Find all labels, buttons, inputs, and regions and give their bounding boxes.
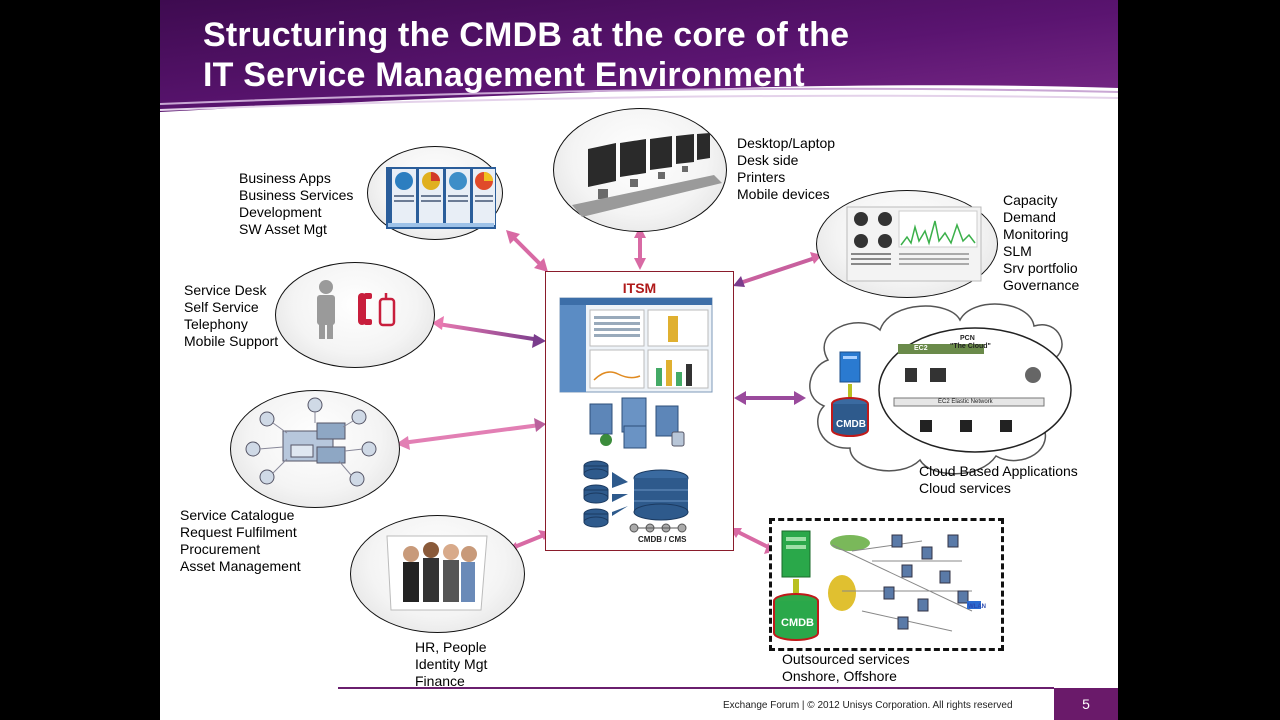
desktop-ellipse — [553, 108, 727, 232]
desktop-monitors-graphic — [572, 133, 722, 217]
service-catalogue-diagram — [245, 397, 377, 487]
catalogue-label-4: Asset Management — [180, 558, 301, 574]
hr-label-2: Identity Mgt — [415, 656, 488, 672]
servicedesk-label-2: Self Service — [184, 299, 259, 315]
hr-ellipse — [350, 515, 525, 633]
person-icon — [317, 280, 335, 339]
service-desk-ellipse — [275, 262, 435, 368]
itsm-graphics — [559, 297, 713, 533]
servicedesk-label-1: Service Desk — [184, 282, 267, 298]
cloud-cmdb-icon — [831, 397, 869, 437]
monitoring-dashboard-graphic — [846, 206, 982, 282]
outsourced-wlan-label: WLAN — [968, 604, 986, 610]
hr-label-1: HR, People — [415, 639, 487, 655]
service-desk-icons — [317, 280, 396, 339]
business-label: Business Apps Business Services Developm… — [239, 170, 353, 238]
cloud-server-icon — [839, 351, 861, 398]
business-apps-ellipse — [367, 146, 503, 240]
desktop-label-2: Desk side — [737, 152, 799, 168]
slide: Structuring the CMDB at the core of the … — [160, 0, 1118, 720]
business-label-1: Business Apps — [239, 170, 331, 186]
capacity-label-3: Monitoring — [1003, 226, 1069, 242]
cloud-network-label: EC2 Elastic Network — [938, 399, 993, 405]
cloud-cmdb-label: CMDB — [836, 419, 866, 430]
business-label-3: Development — [239, 204, 322, 220]
desktop-label-1: Desktop/Laptop — [737, 135, 836, 151]
desktop-label-3: Printers — [737, 169, 786, 185]
catalogue-label-2: Request Fulfilment — [180, 524, 297, 540]
page-title-line-2: IT Service Management Environment — [203, 56, 805, 94]
cmdb-cms-label: CMDB / CMS — [638, 535, 687, 544]
arrow-capacity — [739, 256, 816, 285]
application-development-graphic — [386, 167, 496, 229]
servicedesk-label: Service Desk Self Service Telephony Mobi… — [184, 282, 278, 350]
arrow-outsourced — [735, 529, 771, 550]
page-title-line-1: Structuring the CMDB at the core of the — [203, 16, 850, 54]
arrow-catalogue — [401, 423, 541, 445]
arrow-business — [510, 234, 544, 268]
catalogue-label-1: Service Catalogue — [180, 507, 295, 523]
catalogue-ellipse — [230, 390, 400, 508]
servicedesk-label-4: Mobile Support — [184, 333, 279, 349]
catalogue-label: Service Catalogue Request Fulfilment Pro… — [180, 507, 301, 575]
cloud-label-1: Cloud Based Applications — [919, 463, 1078, 479]
itsm-box: ITSM — [545, 271, 734, 551]
people-photo — [386, 535, 488, 611]
cloud-ec2-label: EC2 — [914, 345, 928, 352]
server-cluster-icon — [589, 397, 685, 449]
outsourced-label: Outsourced services Onshore, Offshore — [782, 651, 910, 685]
hr-label-3: Finance — [415, 673, 465, 689]
business-label-2: Business Services — [239, 187, 354, 203]
outsourced-network-graphic — [773, 530, 981, 641]
footer-divider — [338, 687, 1054, 689]
business-label-4: SW Asset Mgt — [239, 221, 327, 237]
outsourced-box: CMDB WLAN — [769, 518, 1004, 651]
cmdb-database-icon — [583, 460, 689, 533]
outsourced-label-2: Onshore, Offshore — [782, 668, 897, 684]
phone-icon — [358, 293, 372, 325]
desktop-label: Desktop/Laptop Desk side Printers Mobile… — [737, 135, 835, 203]
desktop-label-4: Mobile devices — [737, 186, 830, 202]
catalogue-label-3: Procurement — [180, 541, 261, 557]
itsm-title: ITSM — [622, 280, 657, 296]
mobile-icon — [378, 293, 396, 327]
outsourced-cmdb-label: CMDB — [781, 617, 814, 629]
hr-label: HR, People Identity Mgt Finance — [415, 639, 487, 690]
servicedesk-label-3: Telephony — [184, 316, 248, 332]
page-number: 5 — [1054, 688, 1118, 720]
outsourced-label-1: Outsourced services — [782, 651, 910, 667]
cloud-label-2: Cloud services — [919, 480, 1011, 496]
title-banner — [160, 0, 1118, 112]
capacity-label-1: Capacity — [1003, 192, 1058, 208]
cloud-the-cloud-label: "The Cloud" — [950, 343, 991, 350]
arrow-servicedesk — [437, 322, 541, 342]
capacity-label-6: Governance — [1003, 277, 1080, 293]
capacity-label: Capacity Demand Monitoring SLM Srv portf… — [1003, 192, 1079, 294]
cloud-pcn-label: PCN — [960, 335, 975, 342]
capacity-label-5: Srv portfolio — [1003, 260, 1078, 276]
footer-copyright: Exchange Forum | © 2012 Unisys Corporati… — [723, 700, 1013, 711]
capacity-label-2: Demand — [1003, 209, 1056, 225]
outsourced-server-icon — [781, 530, 811, 593]
capacity-ellipse — [816, 190, 998, 298]
cloud-label: Cloud Based Applications Cloud services — [919, 463, 1078, 497]
itsm-screenshot — [559, 297, 713, 393]
capacity-label-4: SLM — [1003, 243, 1032, 259]
outsourced-cmdb-icon — [773, 593, 819, 641]
